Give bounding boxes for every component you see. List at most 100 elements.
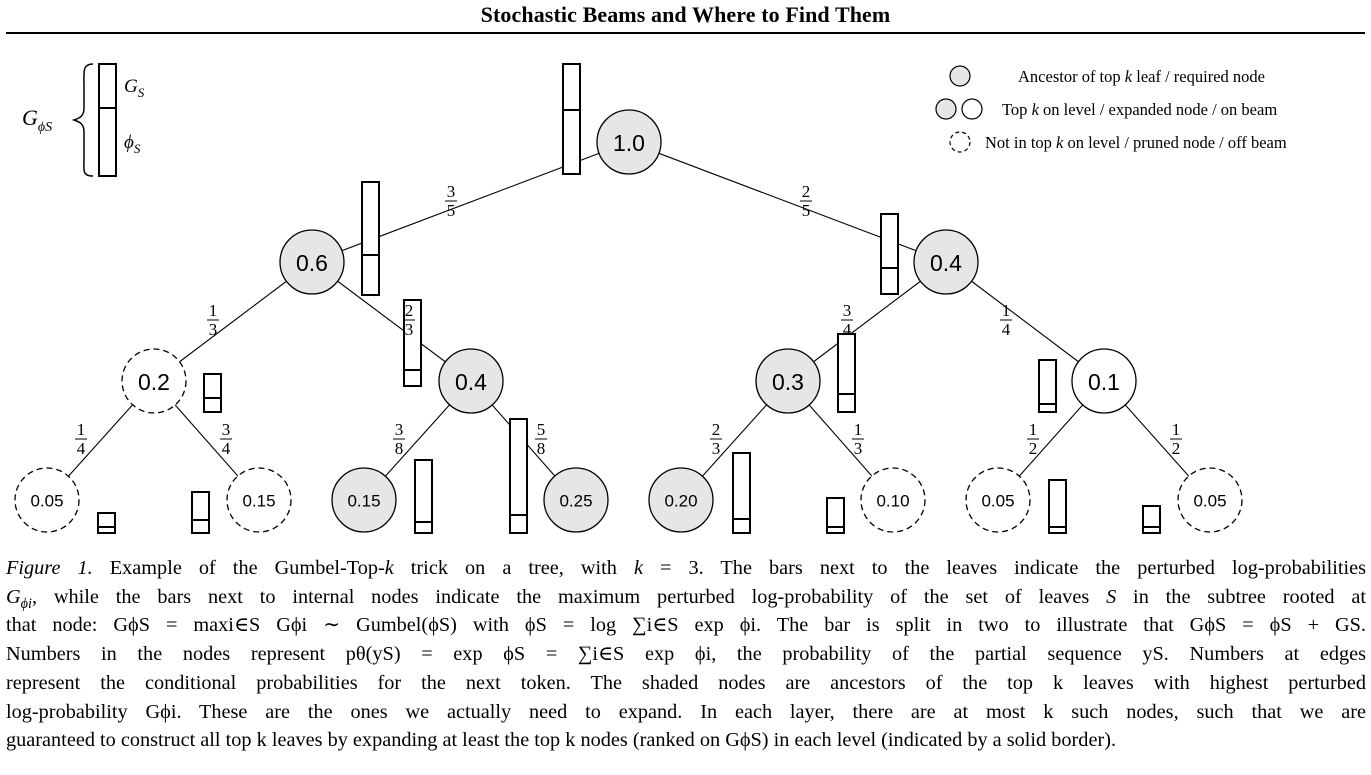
edge-prob-denominator: 4 [222, 439, 231, 458]
node-probability-label: 0.3 [772, 369, 804, 395]
caption-line-5: represent the conditional probabilities … [6, 671, 1366, 694]
key-bottom-label: ϕS [124, 132, 141, 156]
key-bar [98, 63, 117, 177]
key-brace [71, 63, 94, 177]
node-probability-label: 0.4 [455, 369, 487, 395]
tree-node-aaa: 0.05 [14, 467, 80, 533]
key-main-label: GϕS [22, 105, 52, 135]
edge-prob-numerator: 3 [843, 301, 852, 320]
edge-probability-b-ba: 34 [841, 301, 853, 339]
bar-outline-ba [837, 333, 856, 413]
tree-figure: GϕS GS ϕS Ancestor of top k leaf / requi… [14, 63, 1287, 534]
caption-line-3: that node: GϕS = maxi∈S Gϕi ∼ Gumbel(ϕS)… [6, 614, 1366, 637]
node-circle-shaded [648, 467, 714, 533]
tree-node-ba: 0.3 [755, 348, 821, 414]
perturbed-bar-root [562, 63, 581, 175]
tree-edge-a-ab [311, 261, 472, 382]
node-circle-shaded [279, 229, 345, 295]
edge-probability-ab-aba: 38 [393, 420, 405, 458]
edge-probability-ba-bab: 13 [852, 420, 864, 458]
perturbed-bar-baa [732, 452, 751, 534]
tree-node-aa: 0.2 [121, 348, 187, 414]
perturbed-bar-ab [403, 299, 422, 387]
node-circle-dashed [226, 467, 292, 533]
edge-probability-bb-bba: 12 [1027, 420, 1039, 458]
edge-prob-numerator: 1 [77, 420, 86, 439]
edge-prob-denominator: 2 [1029, 439, 1038, 458]
perturbed-bar-bba [1048, 479, 1067, 534]
edge-prob-denominator: 4 [77, 439, 86, 458]
node-probability-label: 0.05 [30, 492, 63, 511]
edge-probability-ba-baa: 23 [710, 420, 722, 458]
legend-item-shaded: Ancestor of top k leaf / required node [1018, 67, 1265, 86]
legend: Ancestor of top k leaf / required node T… [935, 65, 1287, 153]
perturbed-bar-b [880, 213, 899, 295]
perturbed-bar-bbb [1142, 505, 1161, 534]
perturbed-bar-aba [414, 459, 433, 534]
edge-prob-numerator: 5 [537, 420, 546, 439]
edge-probability-root-a: 35 [445, 182, 457, 220]
edge-prob-numerator: 3 [447, 182, 456, 201]
node-probability-label: 0.1 [1088, 369, 1120, 395]
edge-prob-numerator: 1 [209, 301, 218, 320]
tree-edge-b-bb [945, 261, 1105, 382]
legend-shaded-icon [949, 65, 971, 87]
bar-outline-bbb [1142, 505, 1161, 534]
edge-prob-numerator: 1 [1002, 301, 1011, 320]
node-circle-dashed [121, 348, 187, 414]
bar-outline-aba [414, 459, 433, 534]
tree-edge-b-ba [787, 261, 947, 382]
header-rule [6, 32, 1365, 34]
node-circle-solid [1071, 348, 1137, 414]
edge-prob-numerator: 3 [395, 420, 404, 439]
perturbed-bar-aab [191, 491, 210, 534]
bar-outline-baa [732, 452, 751, 534]
node-circle-shaded [755, 348, 821, 414]
bar-key: GϕS GS ϕS [22, 63, 145, 177]
edge-probability-root-b: 25 [800, 182, 812, 220]
bar-outline-aa [203, 373, 222, 413]
tree-node-bb: 0.1 [1071, 348, 1137, 414]
caption-line-2: Gϕi, while the bars next to internal nod… [6, 585, 1366, 612]
tree-node-a: 0.6 [279, 229, 345, 295]
bar-outline-root [562, 63, 581, 175]
perturbed-bar-bb [1038, 359, 1057, 413]
edge-prob-denominator: 2 [1172, 439, 1181, 458]
edge-prob-numerator: 3 [222, 420, 231, 439]
edge-prob-denominator: 4 [1002, 320, 1011, 339]
edge-prob-denominator: 5 [802, 201, 811, 220]
edge-probability-a-aa: 13 [207, 301, 219, 339]
edge-prob-numerator: 2 [802, 182, 811, 201]
bar-outline-bb [1038, 359, 1057, 413]
tree-node-baa: 0.20 [648, 467, 714, 533]
node-circle-shaded [913, 229, 979, 295]
caption-line-6: log-probability Gϕi. These are the ones … [6, 700, 1366, 723]
bar-outline-b [880, 213, 899, 295]
node-probability-label: 0.10 [876, 492, 909, 511]
node-probability-label: 1.0 [613, 130, 645, 156]
tree-node-bba: 0.05 [965, 467, 1031, 533]
caption-figure-label: Figure 1. [6, 557, 93, 579]
tree-node-aab: 0.15 [226, 467, 292, 533]
edge-probability-bb-bbb: 12 [1170, 420, 1182, 458]
edge-prob-denominator: 8 [537, 439, 546, 458]
edge-prob-denominator: 3 [209, 320, 218, 339]
perturbed-bar-abb [509, 418, 528, 534]
perturbed-bar-ba [837, 333, 856, 413]
node-probability-label: 0.15 [347, 492, 380, 511]
edge-probability-b-bb: 14 [1000, 301, 1012, 339]
edge-prob-denominator: 5 [447, 201, 456, 220]
caption-line-1: Figure 1. Example of the Gumbel-Top-k tr… [6, 557, 1366, 579]
node-probability-label: 0.05 [981, 492, 1014, 511]
node-circle-shaded [331, 467, 397, 533]
tree-node-b: 0.4 [913, 229, 979, 295]
edge-probability-aa-aaa: 14 [75, 420, 87, 458]
edge-prob-denominator: 3 [854, 439, 863, 458]
tree-node-bbb: 0.05 [1177, 467, 1243, 533]
caption-line-7: guaranteed to construct all top k leaves… [6, 729, 1117, 752]
node-probability-label: 0.05 [1193, 492, 1226, 511]
node-circle-dashed [1177, 467, 1243, 533]
figure-caption: Figure 1. Example of the Gumbel-Top-k tr… [6, 554, 1366, 755]
